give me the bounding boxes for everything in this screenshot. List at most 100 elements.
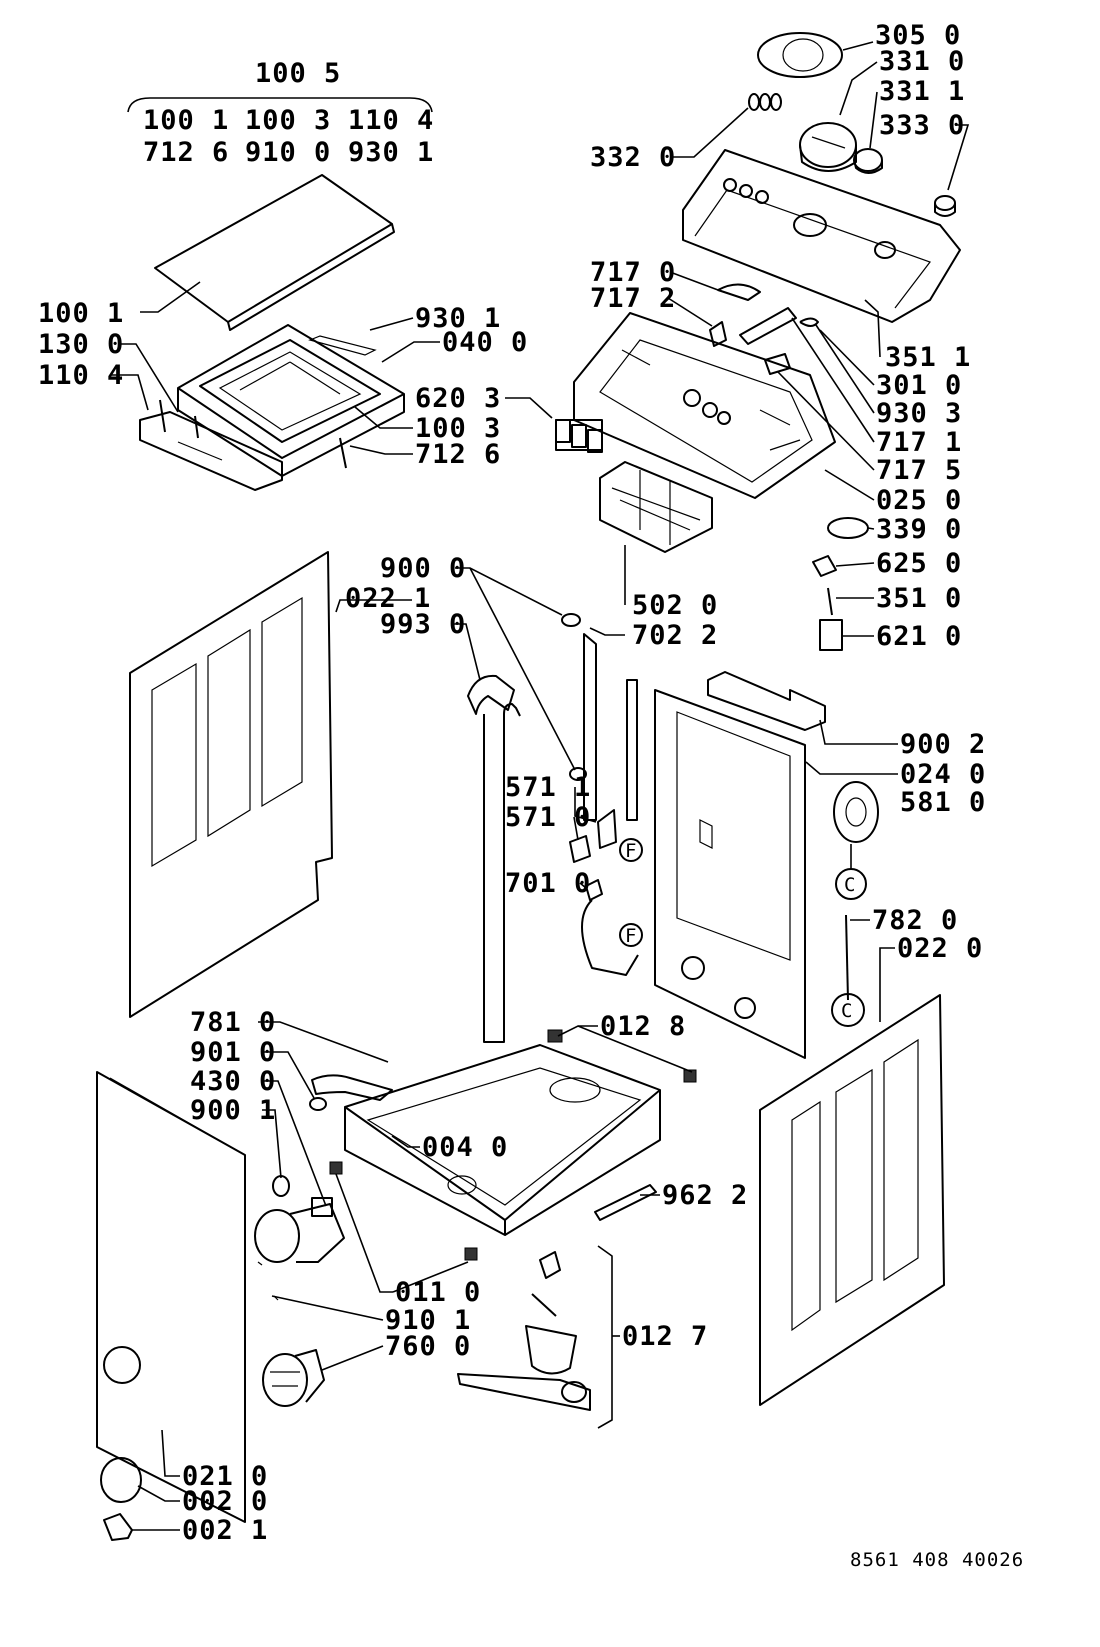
front-trim-strip xyxy=(139,411,283,491)
selector-lever xyxy=(739,307,797,345)
kit-row2-item2: 910 0 xyxy=(245,137,331,168)
knob-cap xyxy=(757,32,843,78)
label-620-3: 620 3 xyxy=(415,383,501,414)
door-lock-clip xyxy=(812,555,837,577)
label-760-0: 760 0 xyxy=(385,1331,471,1362)
label-100-1: 100 1 xyxy=(38,298,124,329)
marker-f-hose: F xyxy=(619,923,643,947)
accessory-kit xyxy=(457,1245,613,1429)
marker-f-rod: F xyxy=(619,838,643,862)
label-900-1: 900 1 xyxy=(190,1095,276,1126)
label-782-0: 782 0 xyxy=(872,905,958,936)
label-011-0: 011 0 xyxy=(395,1277,481,1308)
hose-guide xyxy=(467,674,515,715)
lid-pin xyxy=(339,437,347,469)
selector-cam xyxy=(717,283,761,301)
label-901-0: 901 0 xyxy=(190,1037,276,1068)
label-022-1: 022 1 xyxy=(345,583,431,614)
label-930-1: 930 1 xyxy=(415,303,501,334)
kit-code-label: 100 5 xyxy=(255,58,341,89)
kit-row2-item1: 712 6 xyxy=(143,137,229,168)
noise-filter xyxy=(819,619,843,651)
inlet-valve xyxy=(597,809,617,849)
label-024-0: 024 0 xyxy=(900,759,986,790)
service-flap xyxy=(100,1457,142,1503)
rear-panel xyxy=(654,671,826,1059)
label-332-0: 332 0 xyxy=(590,142,676,173)
shock-absorber-rod xyxy=(626,679,638,821)
programmer-timer xyxy=(599,461,713,553)
label-717-5: 717 5 xyxy=(876,455,962,486)
label-351-0: 351 0 xyxy=(876,583,962,614)
valve-coil xyxy=(569,835,591,863)
label-900-2: 900 2 xyxy=(900,729,986,760)
drain-pump xyxy=(254,1197,345,1263)
label-040-0: 040 0 xyxy=(442,327,528,358)
small-knob xyxy=(853,148,883,174)
label-571-1: 571 1 xyxy=(505,772,591,803)
label-012-8: 012 8 xyxy=(600,1011,686,1042)
label-701-0: 701 0 xyxy=(505,868,591,899)
label-712-6: 712 6 xyxy=(415,439,501,470)
label-339-0: 339 0 xyxy=(876,514,962,545)
label-100-3: 100 3 xyxy=(415,413,501,444)
label-004-0: 004 0 xyxy=(422,1132,508,1163)
base-cover-strip xyxy=(594,1184,657,1221)
label-717-1: 717 1 xyxy=(876,427,962,458)
label-025-0: 025 0 xyxy=(876,485,962,516)
kit-row1-item1: 100 1 xyxy=(143,105,229,136)
right-side-panel xyxy=(759,994,945,1406)
control-panel-fascia xyxy=(682,149,961,323)
light-bulbs xyxy=(748,93,782,111)
thermostat-rod xyxy=(827,587,833,616)
panel-bracket xyxy=(103,1513,133,1541)
pump-filter xyxy=(262,1349,325,1407)
drive-pulley xyxy=(833,781,879,843)
main-knob xyxy=(799,122,857,172)
label-012-7: 012 7 xyxy=(622,1321,708,1352)
label-781-0: 781 0 xyxy=(190,1007,276,1038)
label-331-0: 331 0 xyxy=(879,46,965,77)
drain-hose xyxy=(483,703,521,1043)
selector-clip xyxy=(709,321,727,347)
label-022-0: 022 0 xyxy=(897,933,983,964)
label-571-0: 571 0 xyxy=(505,802,591,833)
inlet-hose xyxy=(581,879,639,976)
label-702-2: 702 2 xyxy=(632,620,718,651)
lid-hinge xyxy=(159,399,199,439)
label-305-0: 305 0 xyxy=(875,20,961,51)
kit-row1-item2: 100 3 xyxy=(245,105,331,136)
label-301-0: 301 0 xyxy=(876,370,962,401)
drawing-number: 8561 408 40026 xyxy=(850,1549,1024,1571)
left-side-panel xyxy=(129,551,333,1018)
svg-text:C: C xyxy=(841,1000,853,1022)
label-900-0: 900 0 xyxy=(380,553,466,584)
pump-screw xyxy=(257,1261,263,1266)
label-331-1: 331 1 xyxy=(879,76,965,107)
label-621-0: 621 0 xyxy=(876,621,962,652)
pressure-switch xyxy=(827,517,869,539)
svg-text:F: F xyxy=(625,840,637,862)
lid-frame xyxy=(177,324,405,477)
top-lid xyxy=(154,174,395,331)
label-962-2: 962 2 xyxy=(662,1180,748,1211)
hose-clamp-top xyxy=(561,613,581,627)
label-717-2: 717 2 xyxy=(590,283,676,314)
marker-c-rod: C xyxy=(831,993,865,1027)
svg-text:C: C xyxy=(844,874,856,896)
fill-hose xyxy=(583,633,597,821)
label-430-0: 430 0 xyxy=(190,1066,276,1097)
label-002-0: 002 0 xyxy=(182,1486,268,1517)
label-110-4: 110 4 xyxy=(38,360,124,391)
label-717-0: 717 0 xyxy=(590,257,676,288)
label-002-1: 002 1 xyxy=(182,1515,268,1546)
belt-rod xyxy=(845,914,849,1001)
kit-row2-item3: 930 1 xyxy=(348,137,434,168)
label-625-0: 625 0 xyxy=(876,548,962,579)
sump-hose xyxy=(311,1074,393,1101)
label-021-0: 021 0 xyxy=(182,1461,268,1492)
label-130-0: 130 0 xyxy=(38,329,124,360)
label-333-0: 333 0 xyxy=(879,110,965,141)
label-581-0: 581 0 xyxy=(900,787,986,818)
